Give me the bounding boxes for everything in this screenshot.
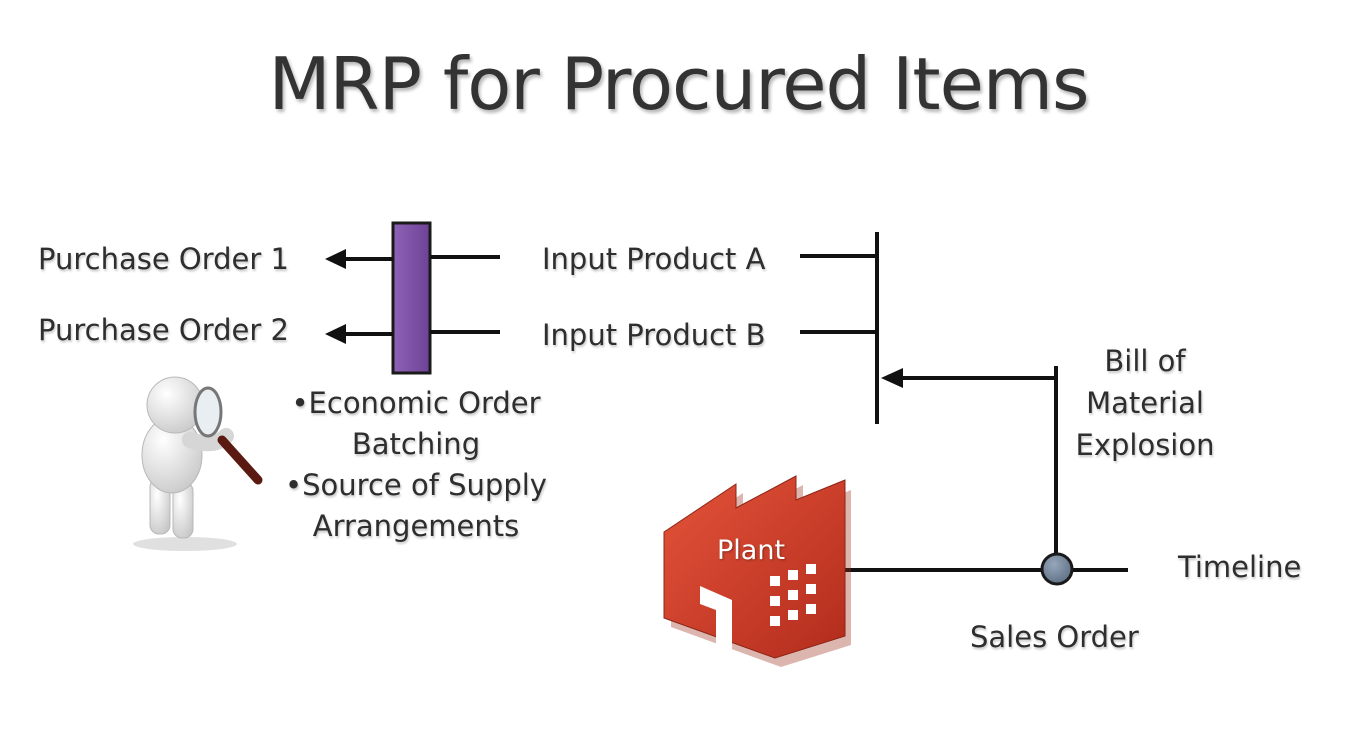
- bullet-continuation: Batching: [351, 427, 481, 461]
- bullet-marker: •: [285, 468, 303, 502]
- input-product-b-label: Input Product B: [542, 318, 766, 352]
- arrow-po2: [325, 324, 393, 344]
- bullet-item: •Economic Order: [276, 383, 556, 424]
- bullet-item: •Source of Supply: [276, 465, 556, 506]
- purchase-order-2-label: Purchase Order 2: [38, 313, 289, 347]
- purchase-order-1-label: Purchase Order 1: [38, 242, 289, 276]
- batch-box: [391, 221, 432, 375]
- bom-explosion-arrow: [881, 368, 1056, 388]
- bullet-continuation: Arrangements: [312, 509, 520, 543]
- sales-order-label: Sales Order: [970, 620, 1139, 654]
- person-with-magnifier-icon: [133, 376, 263, 551]
- bullet-text: Source of Supply: [302, 468, 547, 502]
- bullet-text: Economic Order: [308, 386, 541, 420]
- bullet-marker: •: [291, 386, 309, 420]
- arrow-po1: [325, 249, 393, 269]
- timeline-label: Timeline: [1178, 550, 1302, 584]
- bom-explosion-label: Bill of Material Explosion: [1070, 340, 1220, 466]
- bom-line-1: Bill of: [1104, 344, 1186, 378]
- bom-line-3: Explosion: [1075, 428, 1215, 462]
- input-product-a-label: Input Product A: [542, 242, 766, 276]
- bom-line-2: Material: [1086, 386, 1204, 420]
- bullet-list: •Economic Order Batching •Source of Supp…: [276, 383, 556, 547]
- sales-order-dot: [1040, 552, 1074, 586]
- page-title: MRP for Procured Items: [268, 42, 1089, 126]
- plant-label: Plant: [717, 535, 786, 566]
- factory-icon: [663, 475, 851, 667]
